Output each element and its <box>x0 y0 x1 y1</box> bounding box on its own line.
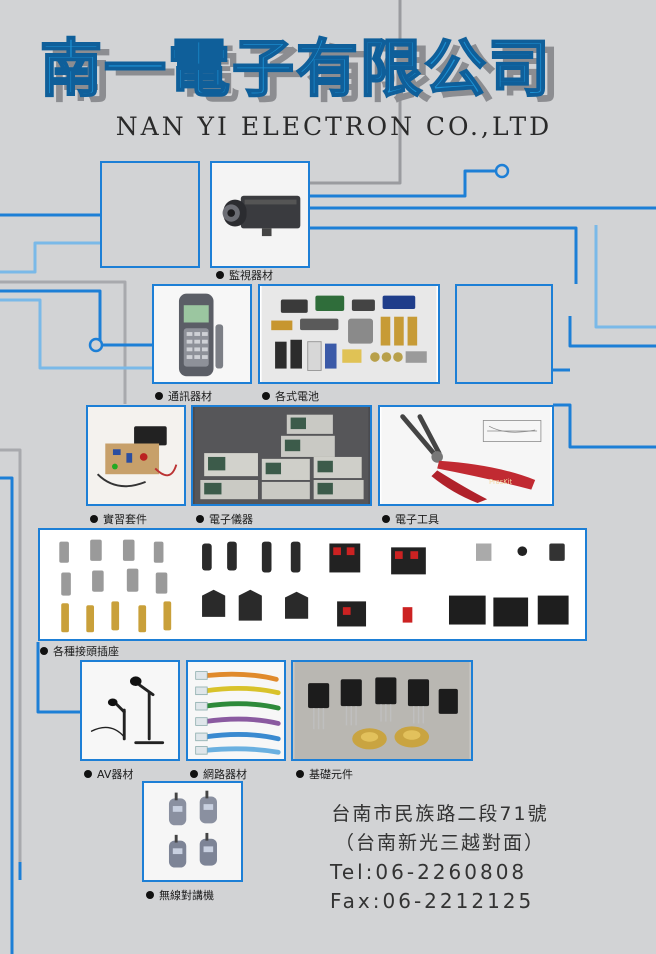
bullet-icon <box>262 392 270 400</box>
caption-text: 實習套件 <box>103 513 147 526</box>
contact-block: 台南市民族路二段71號 （台南新光三越對面） Tel:06-2260808 Fa… <box>290 800 590 916</box>
bullet-icon <box>382 515 390 523</box>
empty-frame-left <box>100 161 200 268</box>
company-name-en: NAN YI ELECTRON CO.,LTD <box>115 112 553 141</box>
company-name-cn: 南一電子有限公司 南一電子有限公司 <box>39 24 640 114</box>
caption-connectors: 各種接頭插座 <box>40 643 119 659</box>
cctv-camera-image <box>210 161 310 268</box>
caption-text: 各種接頭插座 <box>53 645 119 658</box>
caption-network: 網路器材 <box>190 766 247 782</box>
caption-tools: 電子工具 <box>382 511 439 527</box>
training-kit-image <box>86 405 186 506</box>
walkie-talkie-image <box>142 781 243 882</box>
bullet-icon <box>90 515 98 523</box>
components-image <box>291 660 473 761</box>
caption-components: 基礎元件 <box>296 766 353 782</box>
pliers-brand-mark: ProsKit <box>489 478 512 486</box>
bullet-icon <box>196 515 204 523</box>
caption-text: 各式電池 <box>275 390 319 403</box>
pliers-image: ProsKit <box>378 405 554 506</box>
instruments-image <box>191 405 372 506</box>
caption-text: 無線對講機 <box>159 889 214 902</box>
caption-instruments: 電子儀器 <box>196 511 253 527</box>
network-cables-image <box>186 660 286 761</box>
caption-text: AV器材 <box>97 768 134 781</box>
caption-text: 電子工具 <box>395 513 439 526</box>
caption-text: 網路器材 <box>203 768 247 781</box>
mobile-phone-image <box>152 284 252 384</box>
company-name-cn-shadow: 南一電子有限公司 <box>50 38 563 111</box>
fax-line: Fax:06-2212125 <box>330 889 535 913</box>
bullet-icon <box>216 271 224 279</box>
address-line: 台南市民族路二段71號 <box>331 803 549 825</box>
caption-text: 基礎元件 <box>309 768 353 781</box>
caption-text: 通訊器材 <box>168 390 212 403</box>
caption-batteries: 各式電池 <box>262 388 319 404</box>
caption-text: 電子儀器 <box>209 513 253 526</box>
caption-text: 監視器材 <box>229 269 273 282</box>
bullet-icon <box>40 647 48 655</box>
bullet-icon <box>84 770 92 778</box>
bullet-icon <box>155 392 163 400</box>
connectors-image <box>38 528 587 641</box>
empty-frame-right <box>455 284 553 384</box>
microphones-image <box>80 660 180 761</box>
bullet-icon <box>190 770 198 778</box>
batteries-image <box>258 284 440 384</box>
bullet-icon <box>296 770 304 778</box>
caption-communication: 通訊器材 <box>155 388 212 404</box>
caption-surveillance: 監視器材 <box>216 267 273 283</box>
company-name-cn-text: 南一電子有限公司 <box>39 31 553 106</box>
caption-walkie-talkie: 無線對講機 <box>146 887 214 903</box>
caption-av: AV器材 <box>84 766 133 782</box>
landmark-line: （台南新光三越對面） <box>334 832 545 854</box>
tel-line: Tel:06-2260808 <box>330 860 528 884</box>
bullet-icon <box>146 891 154 899</box>
caption-training-kits: 實習套件 <box>90 511 147 527</box>
